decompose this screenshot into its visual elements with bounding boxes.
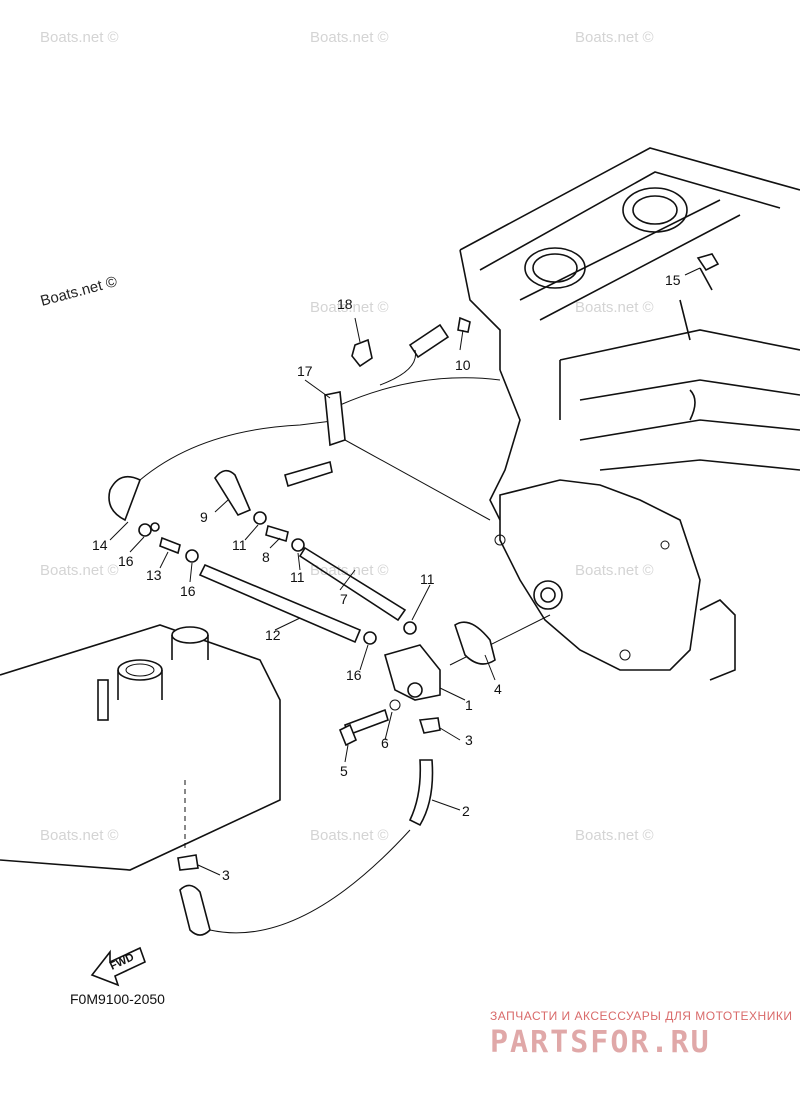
watermark: Boats.net © xyxy=(575,562,654,579)
callout-7: 7 xyxy=(340,591,348,607)
hose-routing xyxy=(108,323,551,936)
callout-16: 16 xyxy=(346,667,362,683)
watermark-dark: Boats.net © xyxy=(39,273,119,310)
watermark: Boats.net © xyxy=(310,299,389,316)
callout-13: 13 xyxy=(146,567,162,583)
callout-16: 16 xyxy=(180,583,196,599)
watermark: Boats.net © xyxy=(575,29,654,46)
watermark-group: Boats.net © Boats.net © Boats.net © Boat… xyxy=(39,29,654,844)
callout-3: 3 xyxy=(222,867,230,883)
callout-4: 4 xyxy=(494,681,502,697)
callout-12: 12 xyxy=(265,627,281,643)
callout-11: 11 xyxy=(290,569,305,585)
fuel-tank xyxy=(0,624,281,871)
callout-5: 5 xyxy=(340,763,348,779)
callout-17: 17 xyxy=(297,363,313,379)
watermark: Boats.net © xyxy=(40,827,119,844)
diagram-code: F0M9100-2050 xyxy=(70,991,165,1007)
callout-15: 15 xyxy=(665,272,681,288)
brand-watermark: ЗАПЧАСТИ И АКСЕССУАРЫ ДЛЯ МОТОТЕХНИКИ PA… xyxy=(490,1009,792,1060)
callout-8: 8 xyxy=(262,549,270,565)
engine-block xyxy=(459,147,800,681)
watermark: Boats.net © xyxy=(40,29,119,46)
callout-11: 11 xyxy=(232,537,247,553)
watermark: Boats.net © xyxy=(310,827,389,844)
callout-6: 6 xyxy=(381,735,389,751)
callout-11: 11 xyxy=(420,571,435,587)
callout-14: 14 xyxy=(92,537,108,553)
small-parts xyxy=(138,316,496,871)
forward-arrow-icon: FWD xyxy=(90,946,146,987)
callout-leaders xyxy=(109,267,701,876)
watermark: Boats.net © xyxy=(40,562,119,579)
brand-tagline: ЗАПЧАСТИ И АКСЕССУАРЫ ДЛЯ МОТОТЕХНИКИ xyxy=(490,1009,792,1023)
callout-labels: 1 2 3 3 4 5 6 7 8 9 10 11 11 11 11 12 13… xyxy=(92,272,681,883)
brand-name: PARTSFOR.RU xyxy=(490,1025,711,1060)
callout-2: 2 xyxy=(462,803,470,819)
callout-16: 16 xyxy=(118,553,134,569)
callout-18: 18 xyxy=(337,296,353,312)
callout-10: 10 xyxy=(455,357,471,373)
callout-9: 9 xyxy=(200,509,208,525)
callout-1: 1 xyxy=(465,697,473,713)
watermark: Boats.net © xyxy=(310,29,389,46)
watermark: Boats.net © xyxy=(575,827,654,844)
watermark: Boats.net © xyxy=(575,299,654,316)
callout-3: 3 xyxy=(465,732,473,748)
